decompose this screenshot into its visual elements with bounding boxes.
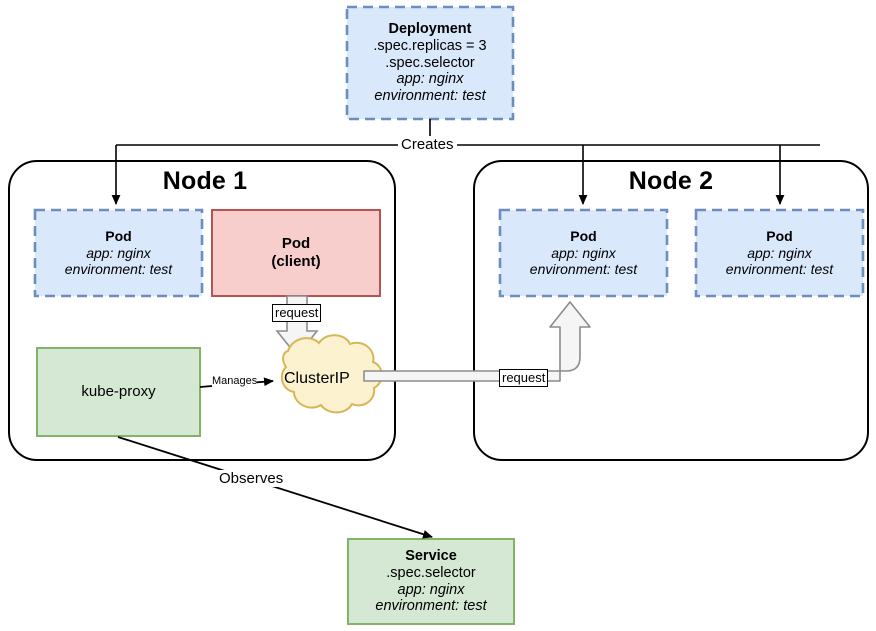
- node-1-title: Node 1: [162, 167, 248, 195]
- request-label-vertical: request: [272, 304, 322, 323]
- observes-arrow: [117, 436, 433, 539]
- cluster-ip-cloud: [280, 334, 383, 414]
- service-box: [347, 538, 515, 625]
- observes-edge-label: Observes: [216, 470, 287, 487]
- deployment-box: [345, 5, 515, 121]
- pod-box-node2-a: [498, 208, 669, 298]
- client-pod-box: [211, 209, 381, 297]
- kube-proxy-box: [36, 347, 201, 437]
- creates-edge-label: Creates: [398, 136, 457, 153]
- request-label-horizontal: request: [499, 369, 549, 388]
- node-2-container: [473, 160, 869, 461]
- node-2-title: Node 2: [628, 167, 714, 195]
- pod-box-node1: [33, 208, 204, 298]
- pod-box-node2-b: [694, 208, 865, 298]
- cluster-ip-label: ClusterIP: [284, 370, 350, 387]
- manages-edge-label: Manages: [212, 375, 258, 387]
- request-block-arrow-horizontal: [363, 301, 591, 382]
